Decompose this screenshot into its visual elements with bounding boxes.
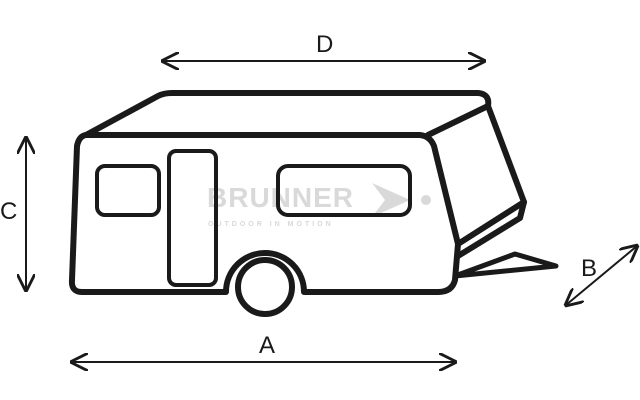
caravan-body — [68, 132, 461, 295]
caravan-front-lower — [455, 199, 527, 259]
caravan-roof — [83, 90, 492, 138]
label-d: D — [316, 31, 333, 58]
label-b: B — [581, 255, 597, 282]
label-a: A — [259, 332, 275, 359]
label-c: C — [0, 198, 17, 225]
tow-bar — [452, 251, 559, 279]
side-window — [276, 164, 412, 217]
dimension-b-arrow — [566, 246, 637, 305]
brunner-watermark-logo: BRUNNER OUTDOOR IN MOTION — [207, 182, 431, 228]
watermark-tagline: OUTDOOR IN MOTION — [208, 221, 334, 228]
door — [167, 149, 218, 287]
rear-window — [95, 164, 161, 217]
wheel — [235, 257, 295, 317]
